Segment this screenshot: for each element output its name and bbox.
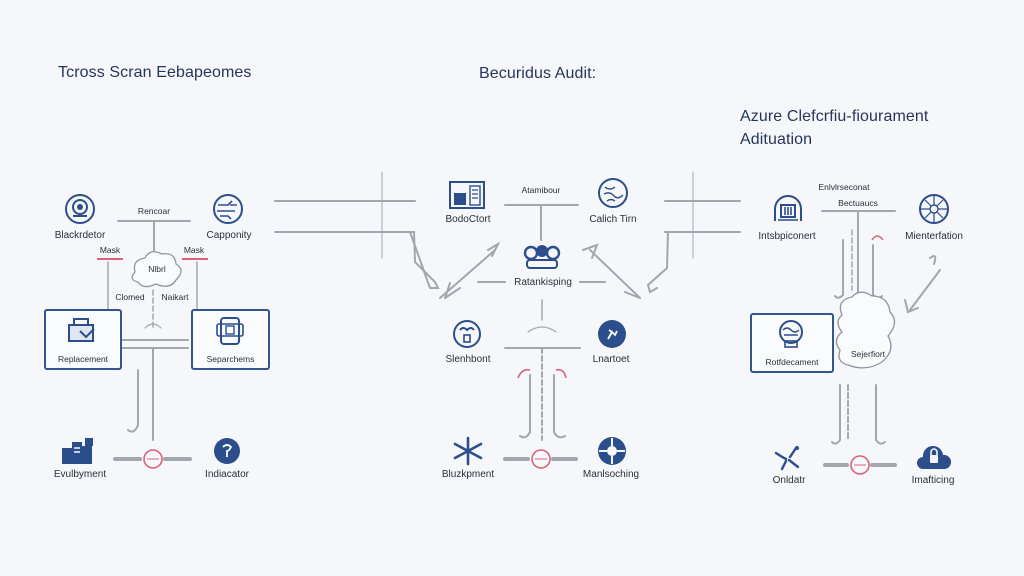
network-star-icon [453,436,483,466]
box-label: Replacement [57,354,109,364]
node-blackrdetor[interactable] [64,193,96,225]
node-indiacator[interactable] [213,437,241,465]
red-arc [871,235,884,241]
node-label: Bluzkpment [441,469,495,480]
face-icon [453,320,481,348]
node-label: Onldatr [772,475,806,486]
dashboard-icon [449,181,485,209]
junction-node [850,455,870,475]
node-label: Ratankisping [514,277,572,288]
globe-circuit-icon [213,194,243,224]
brain-icon [779,320,803,348]
node-label: Slenhbont [445,354,491,365]
servers-icon [62,438,93,464]
building-icon [774,195,802,221]
folder-mail-icon [68,318,95,342]
node-label: Lnartoet [592,354,630,365]
node-manlsoching[interactable] [596,435,628,467]
node-label: Imafticing [911,475,955,486]
section-title-3: Azure Clefcrfiu-fiourament [740,108,929,125]
section-title-1: Tcross Scran Eebapeomes [58,64,252,81]
node-label: Capponity [206,230,252,241]
connector-hook [408,231,440,289]
cloud-lock-icon [917,446,951,469]
compass-icon [598,437,626,465]
box-node-separchems[interactable]: Separchems [191,309,270,370]
red-arc [517,368,531,379]
node-bodoctort[interactable] [449,181,485,209]
brain-globe-icon [598,178,628,208]
node-calich-tirn[interactable] [597,177,629,209]
badge-icon [214,438,240,464]
cloud-left-label: Clomed [115,292,145,302]
tag-label: Mask [99,245,121,255]
node-imafticing[interactable] [917,443,951,473]
section1-top-label: Rencoar [137,206,171,216]
box-label: Rotfdecament [765,357,819,367]
node-lnartoet[interactable] [597,319,627,349]
connector-hook [519,374,531,439]
node-label: Blackrdetor [54,230,106,241]
section3-top-label-2: Bectuaucs [838,198,878,208]
connector-arc [144,323,162,329]
connector-hook [831,384,841,445]
box-node-rotfdecament[interactable]: Rotfdecament [750,313,834,373]
junction-node [531,449,551,469]
tag-label: Mask [183,245,205,255]
node-label: Calich Tirn [589,214,637,225]
connector-hook [929,255,937,265]
globe-grid-icon [919,194,949,224]
cloud-shape [131,251,182,288]
node-evulbyment[interactable] [58,436,98,466]
red-arc [555,368,567,379]
arrow-line [439,241,501,299]
connector-arc [527,326,557,333]
junction-node [143,449,163,469]
node-onldatr[interactable] [772,445,804,471]
cloud-shape [835,291,896,369]
node-label: Manlsoching [582,469,640,480]
cloud-label: Sejerfiort [850,349,886,359]
node-mienterfation[interactable] [918,193,950,225]
node-ratankisping[interactable] [521,244,563,272]
connector-hook [834,239,844,299]
node-label: Mienterfation [905,231,963,242]
box-node-replacement[interactable]: Replacement [44,309,122,370]
node-label: Evulbyment [53,469,107,480]
cloud-right-label: Naikart [161,292,189,302]
tag-underline [182,258,208,260]
arrow-head [624,291,641,299]
tag-underline [97,258,123,260]
node-bluzkpment[interactable] [450,435,486,467]
cluster-icon [523,245,561,269]
section2-top-label: Atamibour [521,185,561,195]
section-title-3-line2: Adituation [740,131,813,148]
node-label: Intsbpiconert [758,231,816,242]
node-label: BodoCtort [445,214,491,225]
connector-hook [553,374,566,439]
device-icon [216,317,244,345]
arrow-line [582,243,641,299]
arrow-head [444,282,451,299]
box-label: Separchems [206,354,255,364]
connector-hook [646,231,671,294]
connector-hook [872,244,883,299]
arrow-head [444,287,461,299]
connector-hook [127,369,139,433]
node-capponity[interactable] [212,193,244,225]
connector-hook [875,384,886,445]
node-slenhbont[interactable] [452,319,482,349]
section-title-2: Becuridus Audit: [479,65,597,82]
person-run-icon [598,320,626,348]
arrow-line [904,269,941,314]
node-label: Indiacator [205,469,249,480]
section3-top-label: Enlvlrseconat [818,182,870,192]
scatter-icon [774,446,800,471]
globe-gear-icon [65,194,95,224]
node-intsbpiconert[interactable] [772,193,804,225]
cloud-label: Nlbrl [148,264,166,274]
